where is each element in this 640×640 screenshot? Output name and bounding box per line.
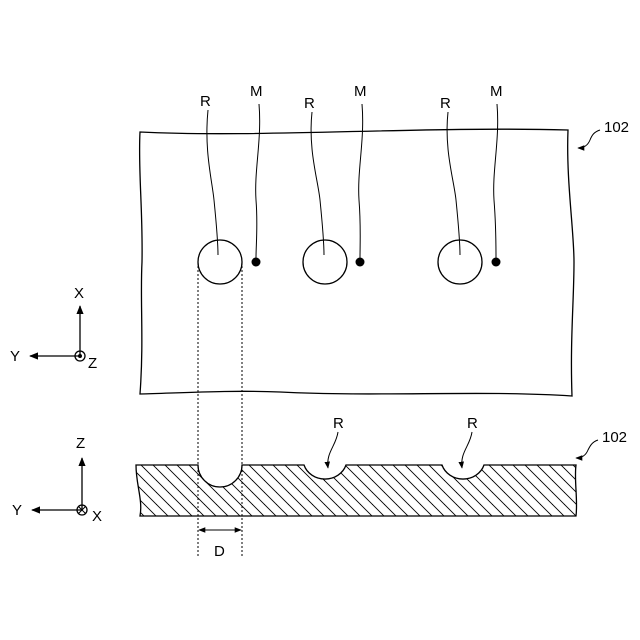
mark-dot-2 — [356, 258, 365, 267]
label-section-r-2: R — [467, 415, 478, 432]
ref-numeral-section: 102 — [602, 429, 627, 446]
dimension-label: D — [214, 543, 225, 560]
ref-arrow-top — [578, 130, 600, 148]
leader-section-r-1 — [328, 432, 338, 468]
label-r-2: R — [304, 95, 315, 112]
axis-section-vertical: Z — [76, 435, 85, 452]
axis-top-out: Z — [88, 355, 97, 372]
leader-m-1 — [256, 104, 260, 258]
mark-dot-3 — [492, 258, 501, 267]
label-r-1: R — [200, 93, 211, 110]
leader-m-2 — [359, 104, 363, 258]
leader-r-2 — [311, 112, 324, 255]
axis-section-out: X — [92, 508, 102, 525]
label-r-3: R — [440, 95, 451, 112]
top-view: 102 R R R M M M — [140, 83, 630, 396]
axis-section-horizontal: Y — [12, 502, 22, 519]
recess-circle-1 — [198, 240, 242, 284]
axis-top-horizontal: Y — [10, 348, 20, 365]
leader-r-1 — [207, 110, 218, 255]
axis-top-vertical: X — [74, 285, 84, 302]
label-m-2: M — [354, 83, 367, 100]
section-view: 102 R R — [136, 415, 627, 516]
ref-arrow-section — [576, 440, 598, 458]
label-m-3: M — [490, 83, 503, 100]
leader-r-3 — [447, 112, 460, 255]
axes-top: X Y Z — [10, 285, 97, 372]
axes-section: Z Y X — [12, 435, 102, 525]
label-m-1: M — [250, 83, 263, 100]
leader-m-3 — [494, 104, 498, 258]
recess-circle-2 — [303, 240, 347, 284]
ref-numeral-top: 102 — [604, 119, 629, 136]
mark-dot-1 — [252, 258, 261, 267]
leader-section-r-2 — [462, 432, 472, 468]
section-body — [136, 465, 577, 516]
label-section-r-1: R — [333, 415, 344, 432]
